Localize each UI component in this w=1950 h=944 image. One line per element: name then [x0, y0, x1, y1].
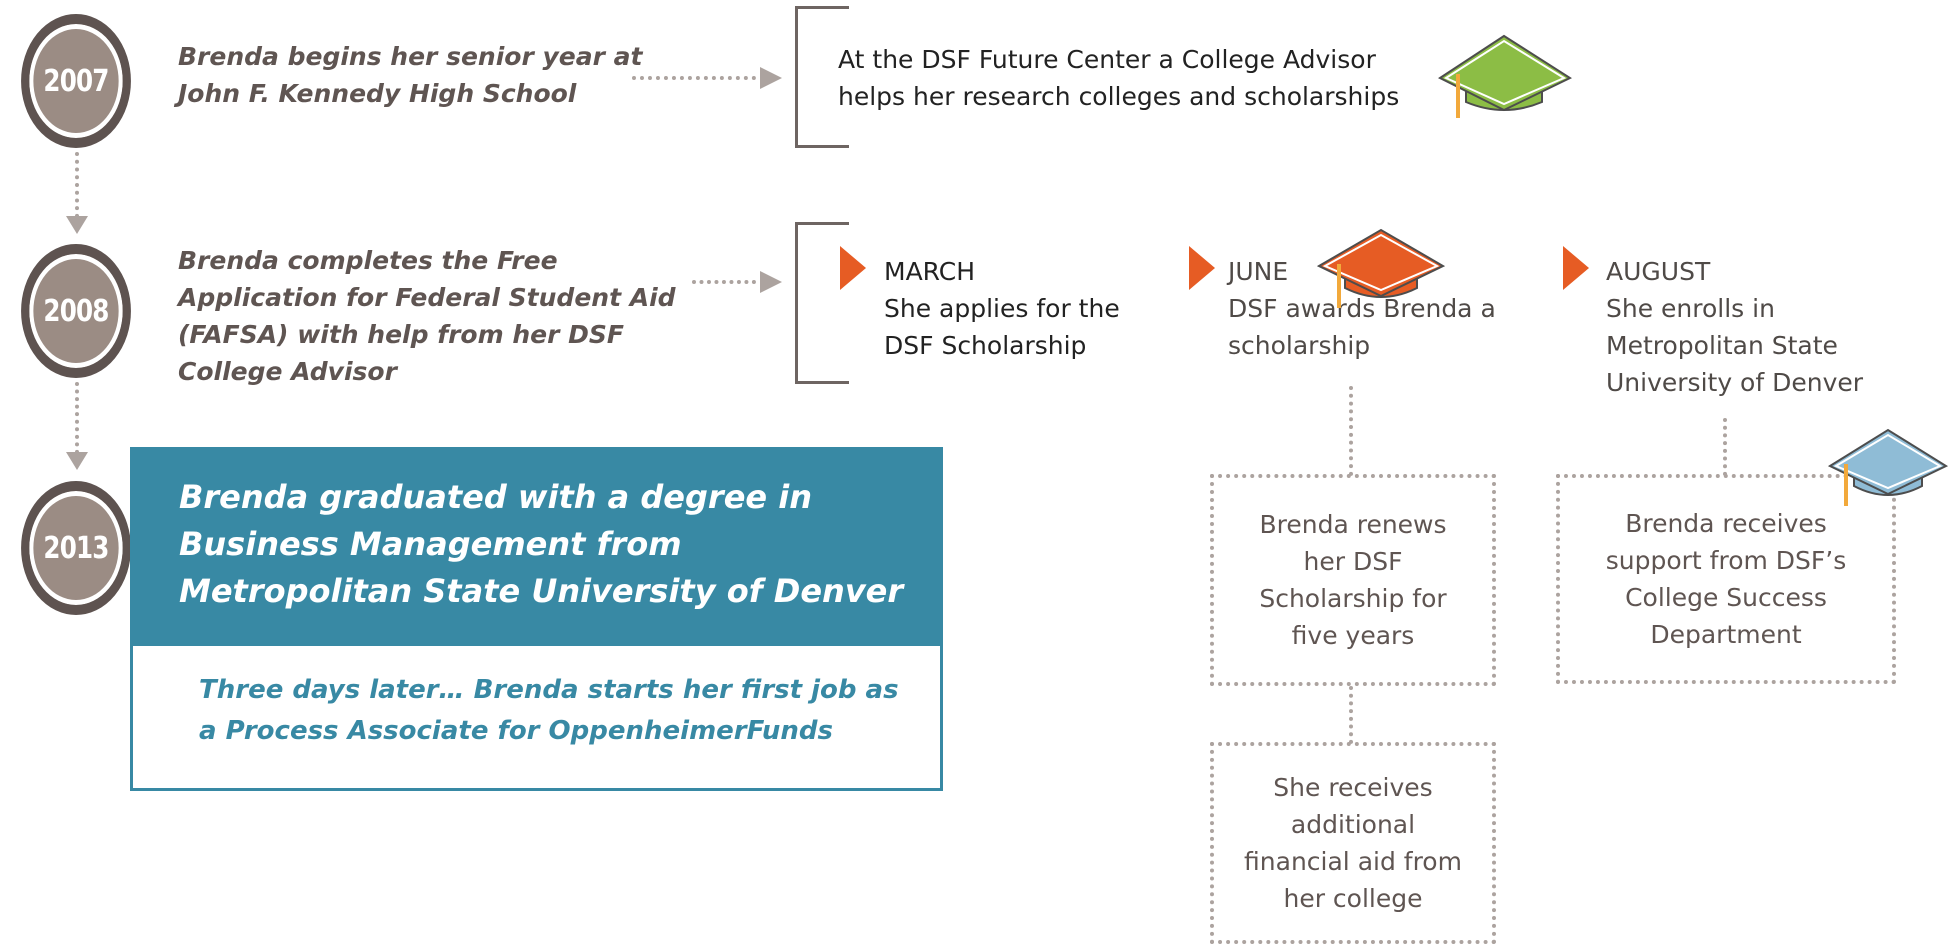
bracket-2007 — [795, 6, 849, 148]
year-2008-label: 2008 — [43, 293, 109, 329]
august-marker-icon — [1563, 246, 1589, 290]
august-text: She enrolls in Metropolitan State Univer… — [1606, 294, 1864, 397]
graduation-cap-orange-icon — [1316, 228, 1446, 308]
renewal-box: Brenda renews her DSF Scholarship for fi… — [1210, 474, 1496, 686]
march-label: MARCH — [884, 257, 976, 286]
connector-2008-arrow — [692, 280, 756, 284]
college-success-box: Brenda receives support from DSF’s Colle… — [1556, 474, 1896, 684]
bracket-2008 — [795, 222, 849, 384]
graduation-cap-blue-icon — [1827, 428, 1949, 506]
event-2007-text: Brenda begins her senior year at John F.… — [178, 42, 643, 108]
year-2007-badge: 2007 — [21, 14, 131, 148]
connector-renew-aid — [1349, 686, 1353, 744]
additional-aid-box: She receives additional financial aid fr… — [1210, 742, 1496, 944]
connector-2007-arrow — [632, 76, 756, 80]
renewal-text: Brenda renews her DSF Scholarship for fi… — [1259, 510, 1447, 650]
march-marker-icon — [840, 246, 866, 290]
june-marker-icon — [1189, 246, 1215, 290]
college-success-text: Brenda receives support from DSF’s Colle… — [1605, 509, 1847, 649]
june-text: DSF awards Brenda a scholarship — [1228, 294, 1496, 360]
graduation-box: Brenda graduated with a degree in Busine… — [130, 447, 943, 791]
graduation-subpanel: Three days later… Brenda starts her firs… — [133, 646, 940, 752]
future-center-text: At the DSF Future Center a College Advis… — [838, 45, 1400, 111]
graduation-cap-green-icon — [1437, 34, 1572, 118]
additional-aid-text: She receives additional financial aid fr… — [1244, 773, 1462, 913]
graduation-headline: Brenda graduated with a degree in Busine… — [179, 478, 904, 610]
arrow-right-2007-icon — [760, 67, 782, 89]
first-job-text: Three days later… Brenda starts her firs… — [199, 675, 899, 746]
year-2013-label: 2013 — [43, 530, 109, 566]
august-label: AUGUST — [1606, 257, 1711, 286]
june-label: JUNE — [1228, 257, 1289, 286]
arrow-down-2008-icon — [66, 216, 88, 234]
connector-june-box — [1349, 386, 1353, 476]
year-2007-label: 2007 — [43, 63, 109, 99]
year-2013-badge: 2013 — [21, 481, 131, 615]
connector-2007-2008 — [75, 152, 79, 218]
connector-august-box — [1723, 418, 1727, 476]
arrow-down-2013-icon — [66, 452, 88, 470]
arrow-right-2008-icon — [760, 271, 782, 293]
year-2008-badge: 2008 — [21, 244, 131, 378]
connector-2008-2013 — [75, 382, 79, 454]
graduation-header: Brenda graduated with a degree in Busine… — [133, 450, 940, 646]
march-text: She applies for the DSF Scholarship — [884, 294, 1120, 360]
event-2008-text: Brenda completes the Free Application fo… — [178, 246, 676, 386]
